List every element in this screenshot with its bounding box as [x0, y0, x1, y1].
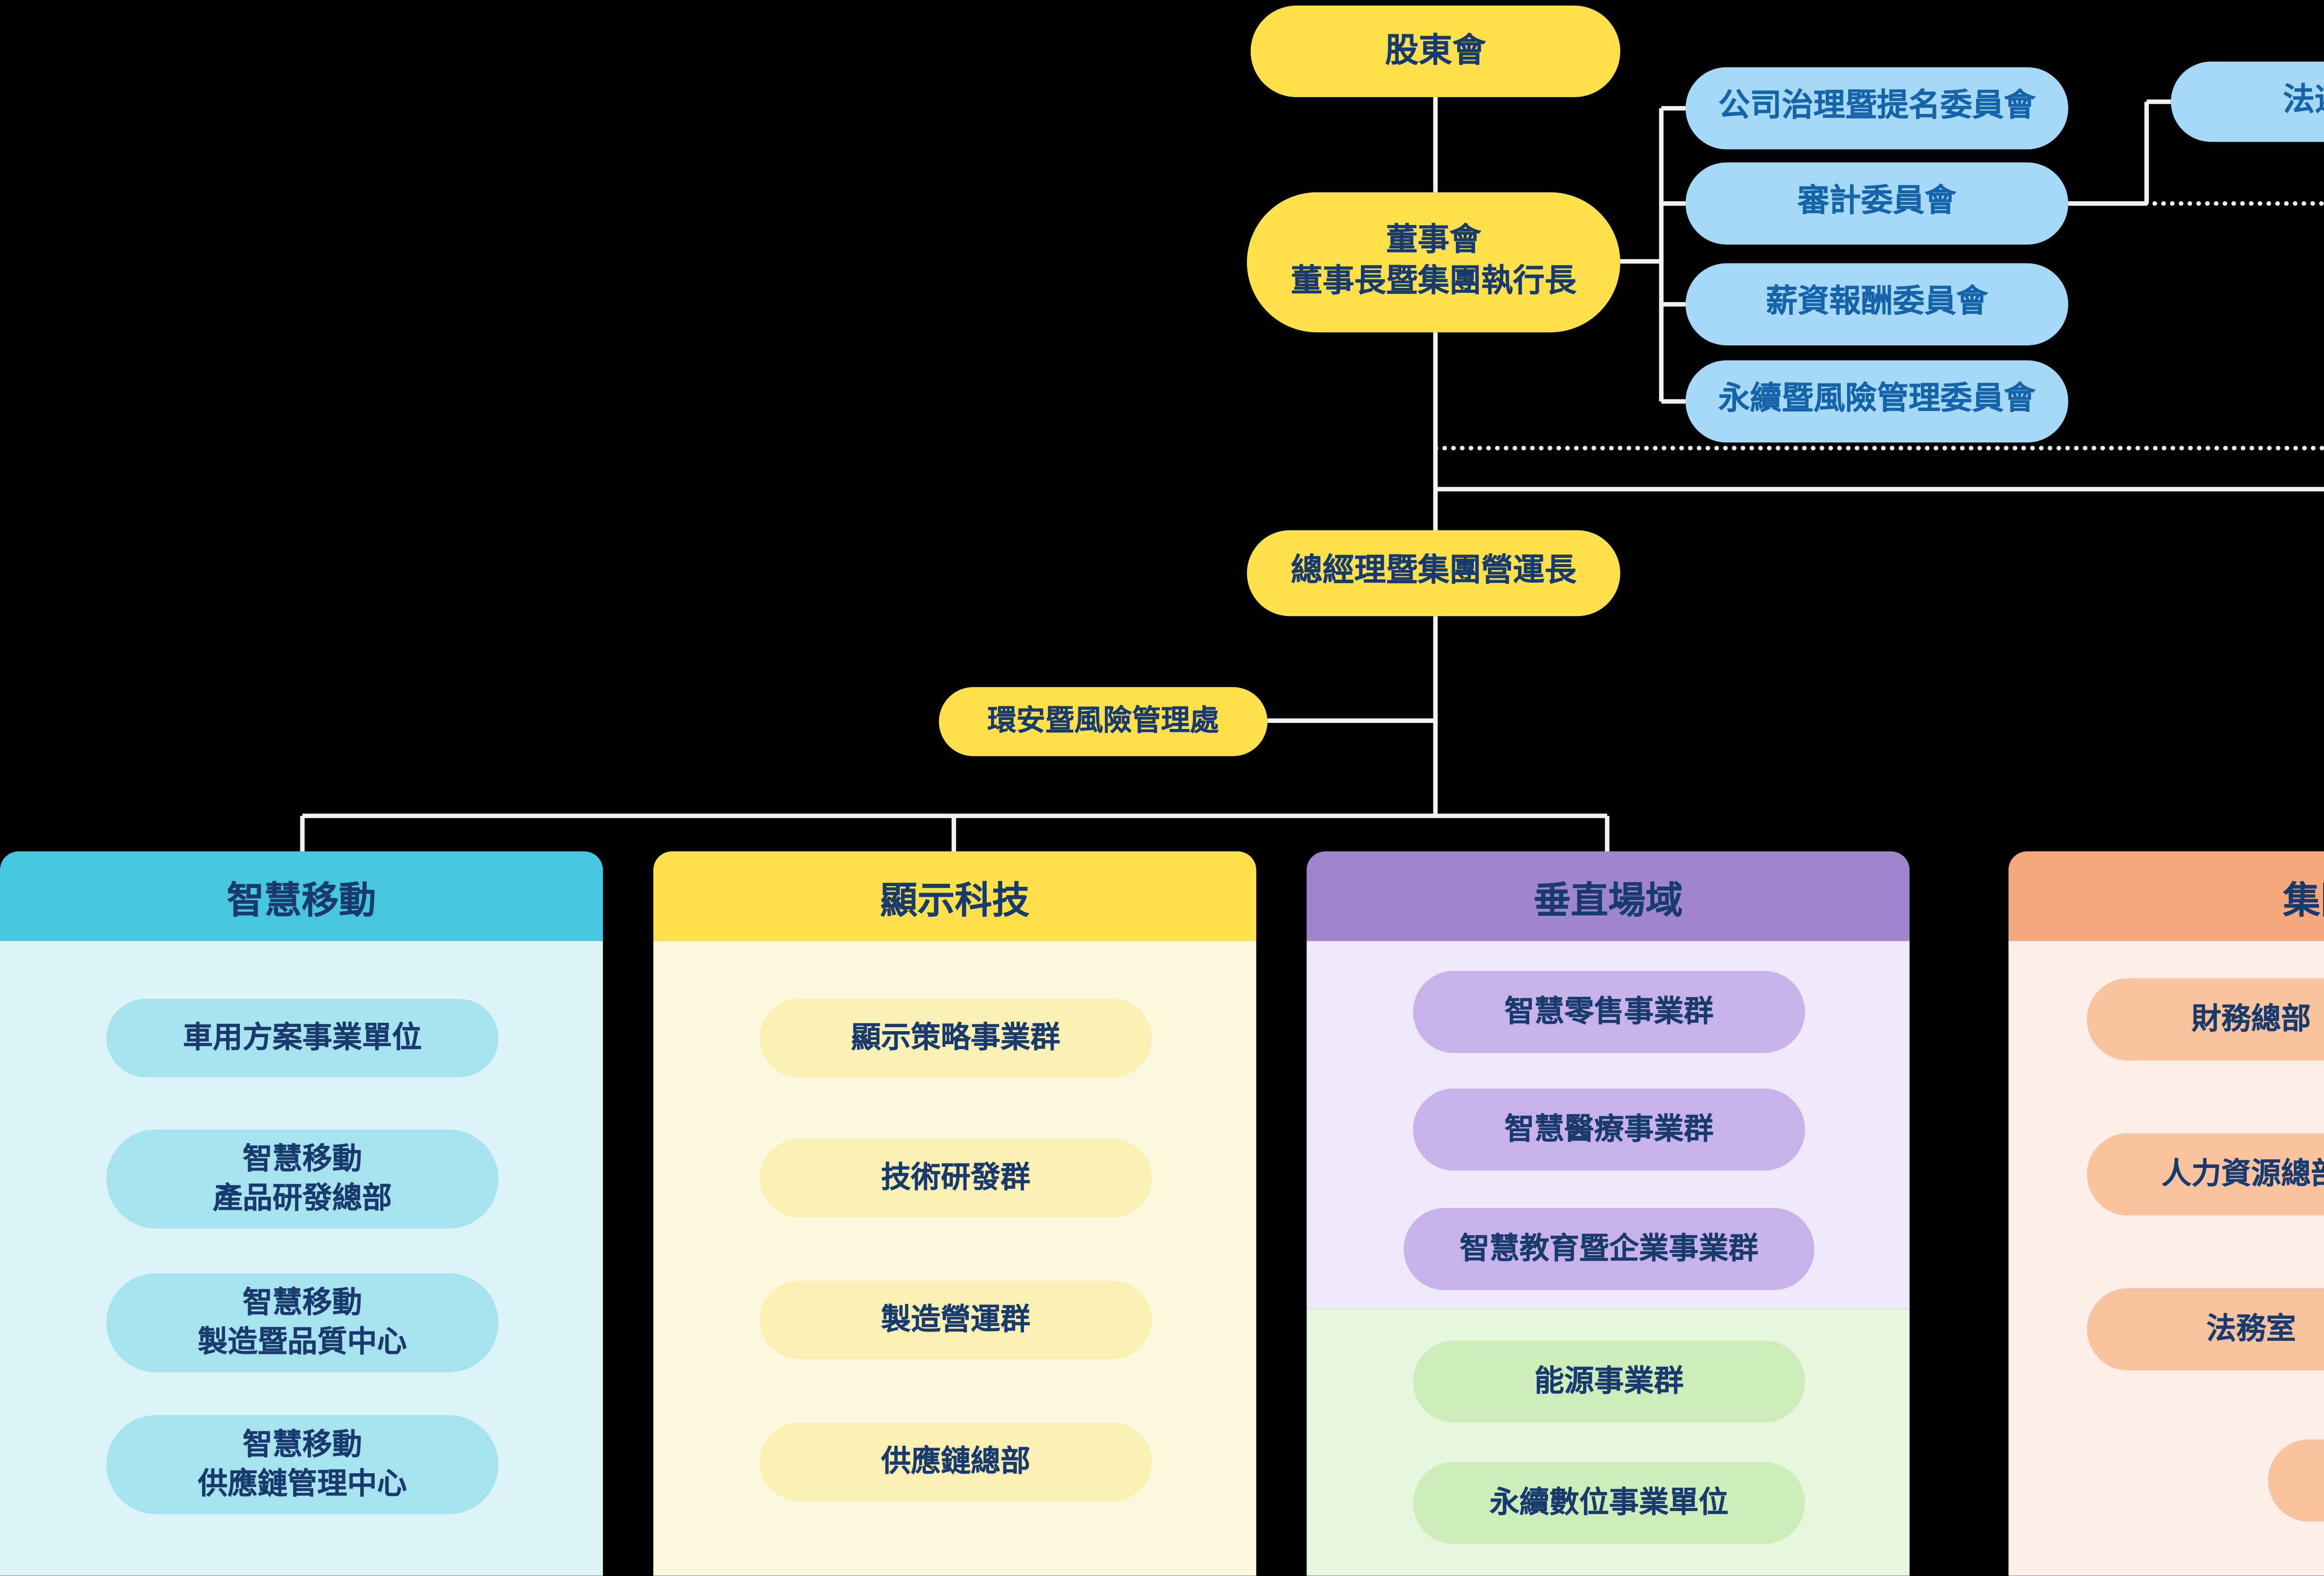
node-chief-compliance-counsel: 法遵總顧問 [2171, 61, 2324, 142]
node-legal-office: 法務室 [2086, 1288, 2324, 1371]
board-label-line1: 董事會 [1386, 221, 1481, 259]
node-committee-sustainability-risk: 永續暨風險管理委員會 [1685, 360, 2068, 443]
label-line1: 智慧移動 [243, 1140, 363, 1177]
node-committee-audit: 審計委員會 [1685, 162, 2068, 245]
node-manufacturing-operations-group: 製造營運群 [759, 1280, 1152, 1359]
node-supply-chain-hq: 供應鏈總部 [759, 1423, 1152, 1501]
node-technology-rd-group: 技術研發群 [759, 1139, 1152, 1218]
node-shareholders-meeting: 股東會 [1250, 6, 1620, 97]
label-line1: 智慧移動 [243, 1285, 363, 1320]
node-sustainable-digital-bu: 永續數位事業單位 [1413, 1462, 1805, 1544]
group-display-tech-header: 顯示科技 [653, 851, 1256, 941]
node-smart-mobility-supply-chain-center: 智慧移動 供應鏈管理中心 [106, 1415, 499, 1514]
node-automotive-solutions-bu: 車用方案事業單位 [106, 999, 499, 1078]
node-committee-compensation: 薪資報酬委員會 [1685, 263, 2068, 345]
node-board-of-directors: 董事會 董事長暨集團執行長 [1247, 192, 1620, 332]
group-vertical-domains-header: 垂直場域 [1307, 851, 1910, 941]
node-smart-mobility-mfg-quality-center: 智慧移動 製造暨品質中心 [106, 1273, 499, 1372]
label-line1: 智慧移動 [243, 1426, 363, 1462]
node-smart-healthcare-bg: 智慧醫療事業群 [1413, 1088, 1805, 1171]
label-line2: 製造暨品質中心 [198, 1323, 407, 1358]
label-line2: 供應鏈管理中心 [198, 1464, 407, 1500]
node-ehs-risk-management-office: 環安暨風險管理處 [939, 687, 1268, 756]
node-human-resources-hq: 人力資源總部 [2086, 1133, 2324, 1216]
group-support-header: 集團營運支援單位 [2008, 851, 2324, 941]
node-finance-hq: 財務總部 [2086, 978, 2324, 1061]
node-smart-retail-bg: 智慧零售事業群 [1413, 971, 1805, 1053]
node-president-group-coo: 總經理暨集團營運長 [1247, 530, 1620, 616]
node-display-strategy-bg: 顯示策略事業群 [759, 999, 1152, 1078]
board-label-line2: 董事長暨集團執行長 [1291, 262, 1577, 300]
node-committee-corporate-governance-nomination: 公司治理暨提名委員會 [1685, 67, 2068, 150]
node-smart-education-enterprise-bg: 智慧教育暨企業事業群 [1404, 1208, 1815, 1291]
solid-connectors [300, 97, 2324, 854]
node-energy-bg: 能源事業群 [1413, 1340, 1805, 1423]
label-line2: 產品研發總部 [212, 1179, 392, 1215]
node-smart-mobility-product-rd-hq: 智慧移動 產品研發總部 [106, 1129, 499, 1229]
group-smart-mobility-header: 智慧移動 [0, 851, 603, 941]
